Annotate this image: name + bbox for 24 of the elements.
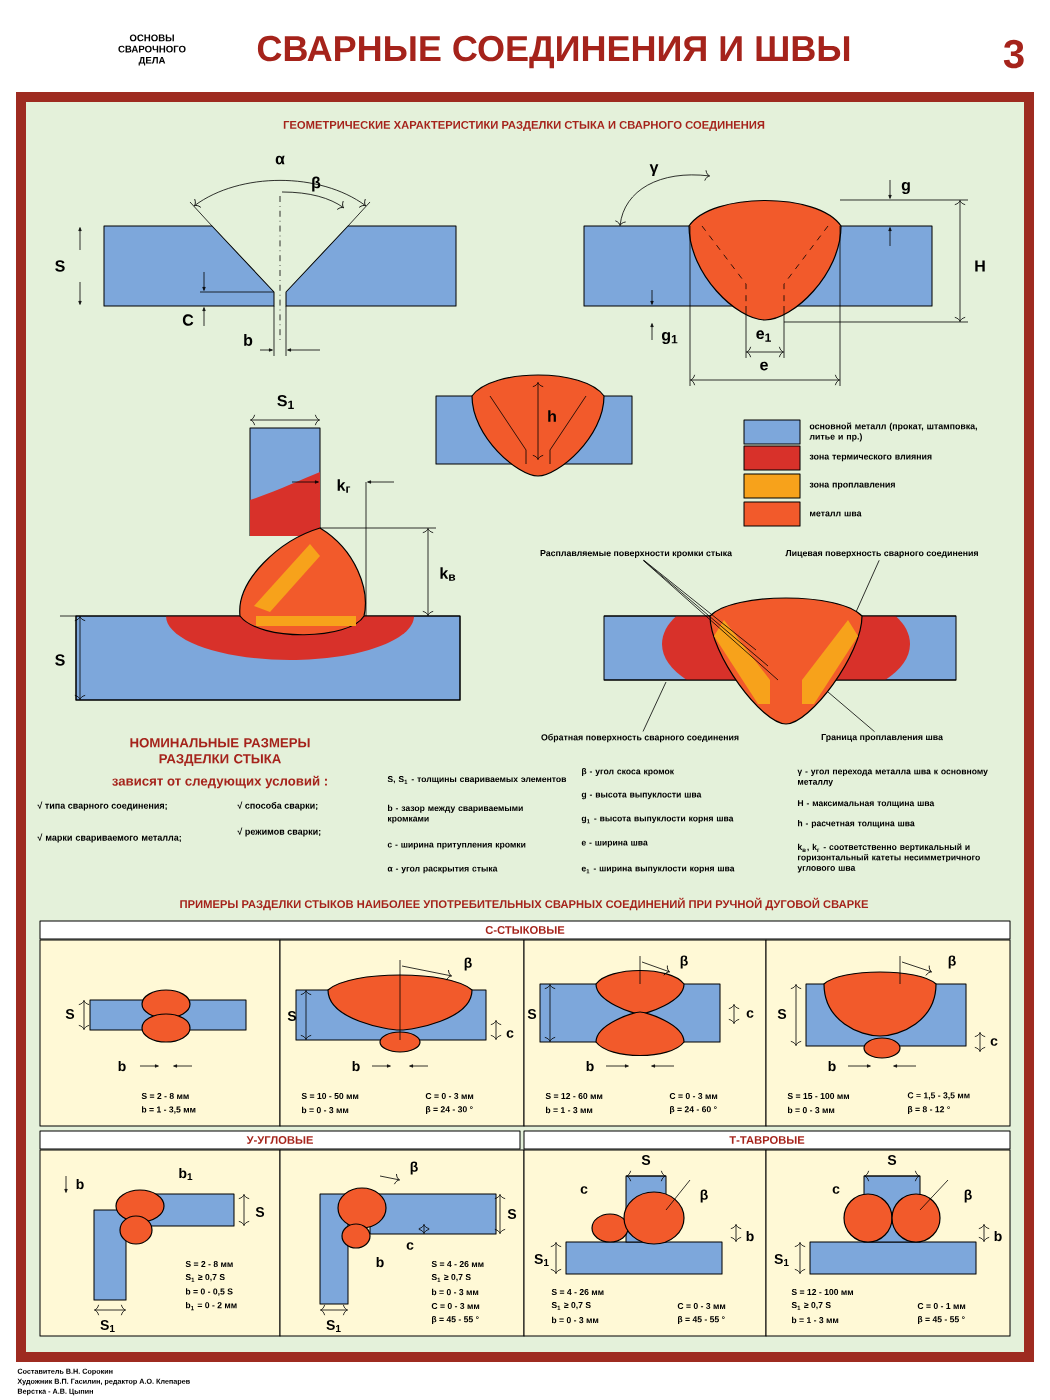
dimension-label: α <box>275 155 285 165</box>
dimension-label: g$_{1}$ <box>661 332 678 344</box>
leader-line <box>855 559 880 613</box>
dimension-label: H <box>975 260 985 272</box>
dimension-label: β <box>312 176 321 192</box>
poster-title: СВАРНЫЕ СОЕДИНЕНИЯ И ШВЫ <box>257 35 850 69</box>
dimension-label: e$_{1}$ <box>756 330 771 342</box>
dimension-label: γ <box>649 164 659 176</box>
dimension-label: h <box>548 410 556 422</box>
leader-line <box>643 559 769 667</box>
dimension-label: S <box>55 654 65 666</box>
leader-line <box>643 559 757 651</box>
leader-line <box>827 691 875 733</box>
dimension-label: g <box>901 182 910 194</box>
dimension-label: S$_{1}$ <box>277 395 294 409</box>
dimension-label: e <box>760 361 768 371</box>
dimension-label: k$_{в}$ <box>440 567 456 581</box>
dimension-label: b <box>244 334 253 346</box>
dimension-label: C <box>182 314 194 326</box>
page-number: 3 <box>1003 39 1024 69</box>
dimension-label: S <box>55 260 65 272</box>
dimension-label: k$_{г}$ <box>337 479 351 493</box>
leader-line <box>642 559 779 681</box>
leader-line <box>642 681 667 732</box>
